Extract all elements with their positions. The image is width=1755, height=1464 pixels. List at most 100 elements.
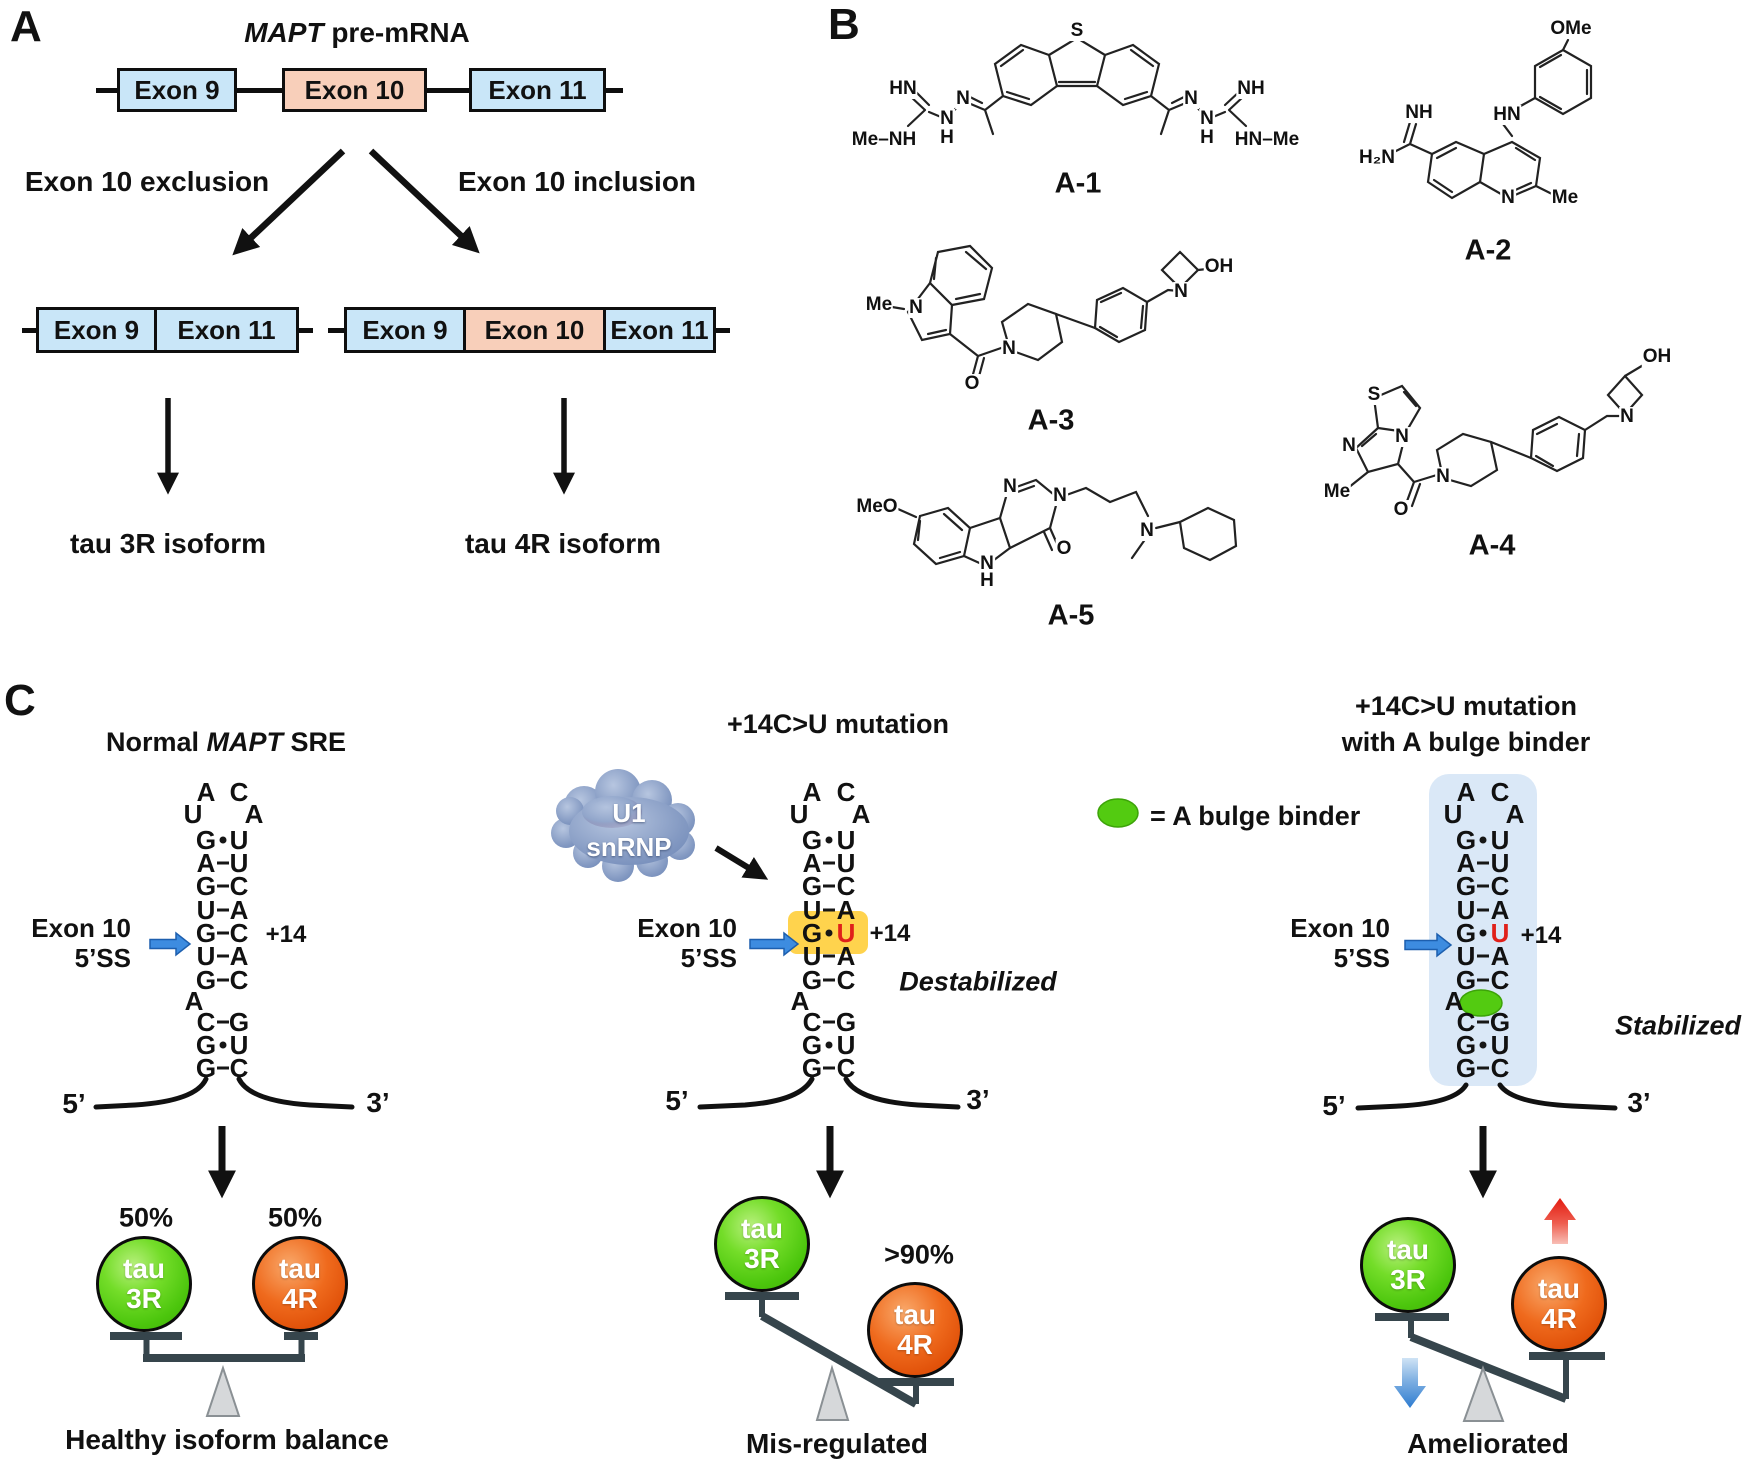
atom-label-h₂n: H₂N — [1358, 147, 1396, 169]
hairpin-base: U — [229, 1030, 249, 1060]
hairpin-tails — [93, 1076, 1618, 1111]
atom-label-hn–me: HN–Me — [1233, 129, 1301, 151]
col3-title-line1: +14C>U mutation — [1354, 691, 1578, 721]
exon-box: Exon 11 — [469, 68, 606, 112]
hairpin-bond-dash — [216, 1020, 229, 1024]
atom-label-me: Me — [1550, 187, 1580, 209]
hairpin-base: C — [1490, 965, 1510, 995]
ss-label-3: Exon 10 5’SS — [1290, 913, 1390, 973]
hairpin-base: C — [229, 871, 249, 901]
hairpin-base: A — [851, 799, 871, 829]
hairpin-bond-dot — [219, 1041, 226, 1049]
hairpin-base: C — [1490, 871, 1510, 901]
caption-ameliorated: Ameliorated — [1407, 1428, 1569, 1459]
hairpin-bond-dash — [823, 884, 835, 888]
ss3-line1: Exon 10 — [1290, 913, 1390, 943]
hairpin-base: G — [195, 965, 217, 995]
hairpin-base: C — [229, 918, 249, 948]
increase-arrow — [1544, 1198, 1576, 1244]
atom-label-nh: NH — [1404, 102, 1434, 124]
hairpin-bond-dash — [216, 954, 229, 958]
atom-label-n: N — [1619, 406, 1635, 428]
destabilized-label: Destabilized — [899, 966, 1057, 997]
tau4r-isoform-label: tau 4R isoform — [464, 528, 662, 559]
col1-title-post: SRE — [283, 727, 347, 757]
ss-label-1: Exon 10 5’SS — [31, 913, 131, 973]
molecule-a3-skeleton — [890, 244, 1209, 382]
panel-a-title-rest: pre-mRNA — [323, 17, 470, 48]
hairpin-base: U — [1490, 1030, 1510, 1060]
hairpin-base: A — [244, 799, 264, 829]
hairpin-bond-dash — [1477, 978, 1489, 982]
atom-label-me–nh: Me–NH — [850, 129, 918, 151]
hairpin-base: G — [801, 965, 823, 995]
molecule-a2-name: A-2 — [1464, 234, 1512, 267]
hairpin-bond-dot — [825, 836, 833, 844]
atom-label-n: N — [1500, 187, 1516, 209]
hairpin-base: U — [802, 895, 822, 925]
hairpin-base: A — [1456, 777, 1476, 807]
hairpin-base: C — [229, 777, 249, 807]
u1-line1: U1 — [612, 798, 646, 828]
hairpin-base: C — [836, 871, 856, 901]
hairpin-base: G — [835, 1007, 857, 1037]
hairpin-base: A — [229, 895, 249, 925]
hairpin-base: G — [801, 871, 823, 901]
exon-box: Exon 11 — [154, 307, 299, 353]
hairpin-bond-dash — [823, 1020, 835, 1024]
u1-line2: snRNP — [586, 832, 672, 862]
hairpin-base: C — [1490, 777, 1510, 807]
atom-label-n: N — [1199, 108, 1215, 130]
col3-title: +14C>U mutation with A bulge binder — [1342, 688, 1590, 760]
hairpin-bond-dash — [823, 954, 835, 958]
ss3-line2: 5’SS — [1333, 943, 1390, 973]
hairpin-base: G — [801, 1053, 823, 1083]
hairpin-base: C — [836, 1053, 856, 1083]
hairpin-base: G — [801, 918, 823, 948]
hairpin-bond-dash — [1477, 954, 1489, 958]
hairpin-bond-dash — [823, 908, 835, 912]
atom-label-oh: OH — [1203, 256, 1235, 278]
atom-label-n: N — [1173, 281, 1189, 303]
legend-text: = A bulge binder — [1150, 801, 1361, 831]
hairpin-base: U — [229, 848, 249, 878]
balance-left — [110, 1332, 318, 1417]
hairpin-bond-dash — [823, 978, 835, 982]
atom-label-h: H — [979, 570, 995, 592]
balance-middle — [725, 1292, 954, 1421]
atom-label-n: N — [1002, 476, 1018, 498]
hairpin-base: A — [802, 777, 822, 807]
hairpin-base: A — [1490, 895, 1510, 925]
hairpin-base: A — [229, 941, 249, 971]
hairpin-bond-dot — [1479, 929, 1487, 937]
plus14-tag-1: +14 — [265, 921, 307, 948]
col1-title-gene: MAPT — [206, 727, 284, 757]
hairpin-base: U — [1490, 848, 1510, 878]
col3-title-line2: with A bulge binder — [1341, 727, 1591, 757]
down-arrows — [208, 1126, 1497, 1199]
exon-box: Exon 10 — [463, 307, 606, 353]
atom-label-o: O — [1055, 538, 1073, 560]
hairpin-base: U — [1443, 799, 1463, 829]
atom-label-me: Me — [864, 294, 894, 316]
hairpin-base: A — [196, 777, 216, 807]
hairpin-bond-dash — [216, 884, 229, 888]
panel-b-label: B — [828, 0, 860, 49]
molecule-a1-name: A-1 — [1054, 167, 1102, 200]
hairpin-base: A — [790, 986, 810, 1016]
hairpin-base: A — [1490, 941, 1510, 971]
u1-snrnp-cloud — [551, 769, 695, 882]
hairpin-base: U — [196, 895, 216, 925]
col1-title-pre: Normal — [105, 727, 207, 757]
t4a: tau — [894, 1299, 936, 1330]
hairpin-base: U — [1490, 825, 1510, 855]
hairpin-base: G — [195, 871, 217, 901]
hairpin-base: A — [1456, 848, 1476, 878]
hairpin-base: G — [1455, 1053, 1477, 1083]
hairpin-base: G — [1455, 918, 1477, 948]
atom-label-n: N — [1139, 520, 1155, 542]
hairpin-base: G — [1455, 871, 1477, 901]
